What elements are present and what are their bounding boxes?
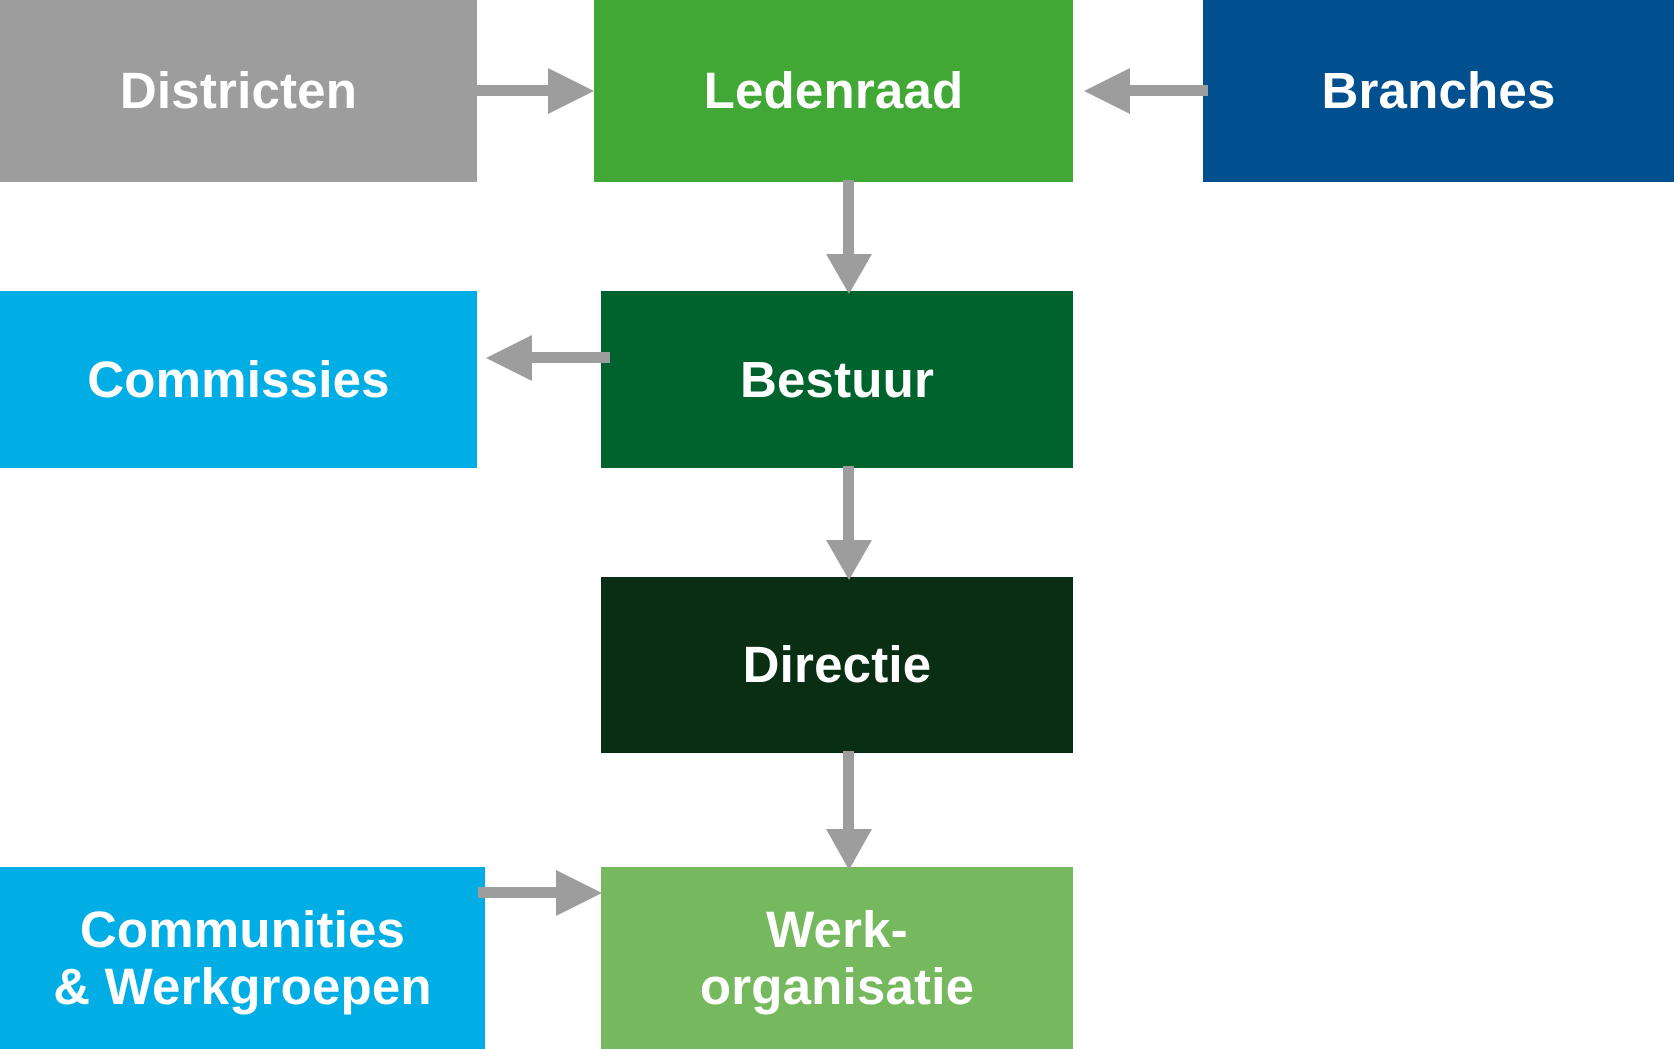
arrow-communities-to-werkorganisatie	[478, 862, 608, 924]
node-commissies[interactable]: Commissies	[0, 291, 477, 468]
node-commissies-label: Commissies	[87, 350, 390, 408]
node-bestuur[interactable]: Bestuur	[601, 291, 1073, 468]
node-branches[interactable]: Branches	[1203, 0, 1674, 182]
node-districten[interactable]: Districten	[0, 0, 477, 182]
arrow-bestuur-to-commissies	[470, 327, 610, 389]
node-werkorganisatie-label: Werk- organisatie	[699, 900, 975, 1015]
node-districten-label: Districten	[119, 62, 358, 120]
arrow-bestuur-to-directie	[818, 466, 880, 581]
arrow-districten-to-ledenraad	[470, 60, 600, 122]
node-directie-label: Directie	[742, 636, 932, 694]
node-bestuur-label: Bestuur	[739, 350, 935, 408]
node-directie[interactable]: Directie	[601, 577, 1073, 753]
node-communities-werkgroepen-label: Communities & Werkgroepen	[53, 900, 432, 1015]
arrow-directie-to-werkorganisatie	[818, 751, 880, 871]
node-communities-werkgroepen[interactable]: Communities & Werkgroepen	[0, 867, 485, 1049]
arrow-branches-to-ledenraad	[1068, 60, 1208, 122]
arrow-ledenraad-to-bestuur	[818, 180, 880, 295]
node-ledenraad-label: Ledenraad	[703, 62, 964, 120]
node-branches-label: Branches	[1321, 62, 1556, 120]
node-ledenraad[interactable]: Ledenraad	[594, 0, 1073, 182]
node-werkorganisatie[interactable]: Werk- organisatie	[601, 867, 1073, 1049]
